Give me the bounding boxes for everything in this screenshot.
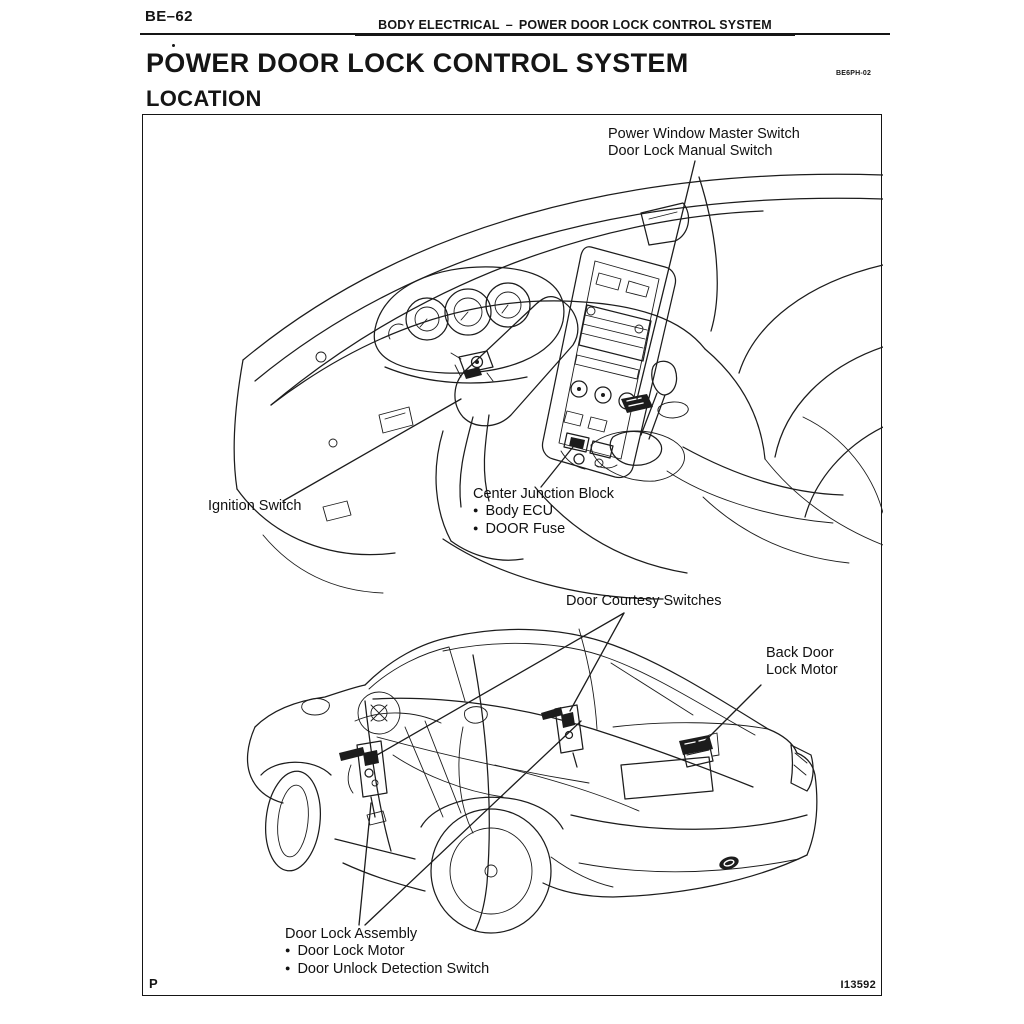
- ignition-switch-art: [450, 350, 494, 382]
- page-title: POWER DOOR LOCK CONTROL SYSTEM: [146, 48, 689, 78]
- page-number: BE–62: [145, 8, 193, 25]
- running-header-section: BODY ELECTRICAL: [378, 18, 500, 32]
- leader-dla-left: [358, 802, 372, 926]
- leader-courtesy-right: [569, 612, 625, 712]
- section-code: BE6PH-02: [836, 70, 872, 77]
- leader-courtesy-left: [376, 612, 625, 756]
- label-door-lock-assembly: Door Lock Assembly Door Lock Motor Door …: [285, 926, 489, 979]
- vehicle-drawing: [246, 612, 818, 934]
- leader-back-door-motor: [702, 684, 762, 744]
- door-lock-assembly-art: [339, 740, 388, 826]
- leader-power-window-switch: [636, 160, 696, 400]
- line-art: [233, 160, 883, 934]
- label-door-courtesy-switches: Door Courtesy Switches: [566, 593, 722, 609]
- door-courtesy-switch-art: [541, 704, 584, 768]
- label-back-door-lock-motor: Back Door Lock Motor: [766, 645, 838, 678]
- figure-id: I13592: [840, 979, 876, 991]
- leader-dla-right: [364, 720, 582, 926]
- label-center-junction-block: Center Junction Block Body ECU DOOR Fuse: [473, 486, 614, 539]
- running-header-separator: –: [505, 18, 513, 32]
- header-rule: [140, 33, 890, 35]
- scan-artifact-dot: [172, 44, 175, 47]
- power-window-master-switch-art: [621, 394, 689, 419]
- running-header: BODY ELECTRICAL–POWER DOOR LOCK CONTROL …: [355, 18, 795, 36]
- back-door-lock-motor-art: [679, 732, 720, 757]
- section-subtitle: LOCATION: [146, 86, 262, 111]
- leader-center-junction-block: [540, 446, 574, 488]
- location-figure: Power Window Master Switch Door Lock Man…: [142, 114, 883, 996]
- label-power-window-master-switch: Power Window Master Switch Door Lock Man…: [608, 126, 800, 159]
- running-header-system: POWER DOOR LOCK CONTROL SYSTEM: [518, 18, 772, 32]
- footer-marker: P: [149, 976, 158, 991]
- center-junction-block-art: [560, 432, 618, 470]
- leader-ignition-switch: [282, 398, 462, 502]
- label-ignition-switch: Ignition Switch: [208, 498, 302, 514]
